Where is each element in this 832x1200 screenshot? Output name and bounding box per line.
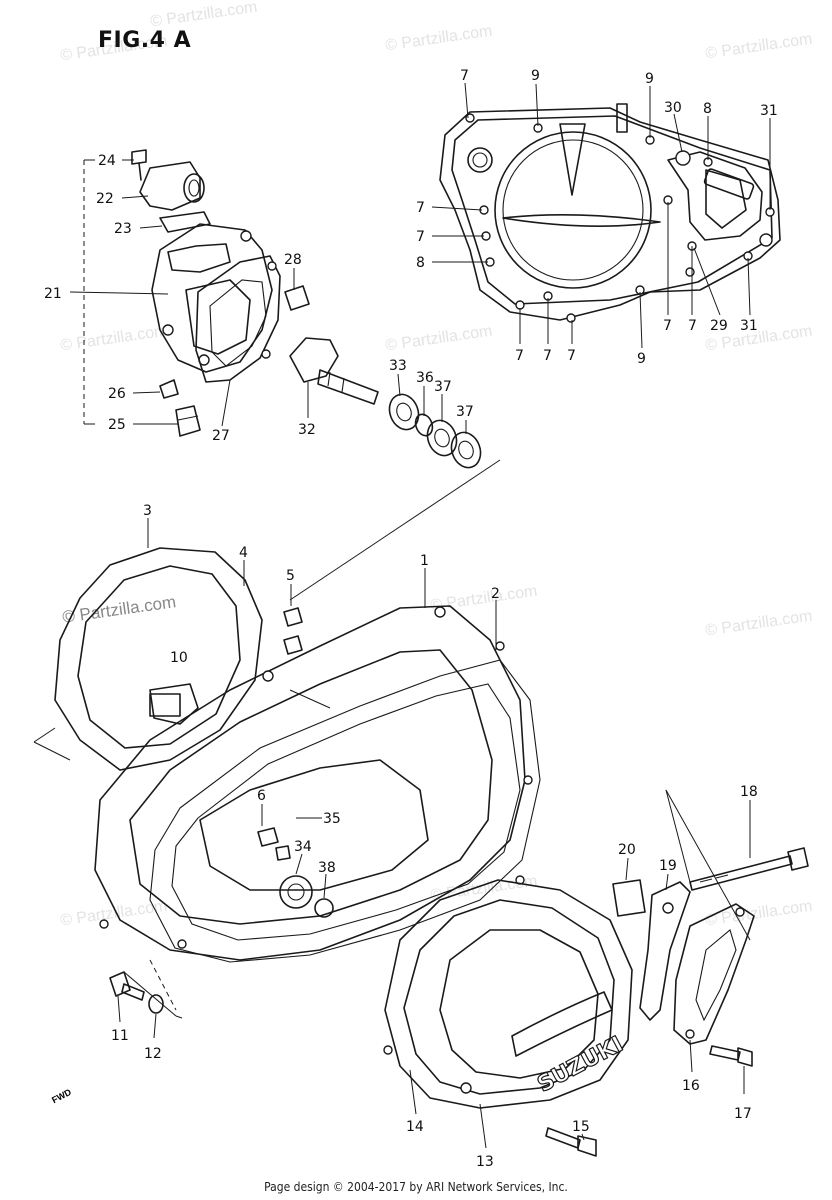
callout-18: 18 bbox=[740, 784, 758, 800]
callout-23: 23 bbox=[114, 221, 132, 237]
callout-9: 9 bbox=[531, 68, 540, 84]
callout-7: 7 bbox=[663, 318, 672, 334]
callout-labels: 7 9 9 30 8 31 7 7 8 7 7 7 9 7 7 29 31 24… bbox=[44, 68, 778, 1170]
callout-17: 17 bbox=[734, 1106, 752, 1122]
callout-7: 7 bbox=[567, 348, 576, 364]
callout-28: 28 bbox=[284, 252, 302, 268]
clutch-cover-drawing bbox=[439, 103, 781, 323]
callout-35: 35 bbox=[323, 811, 341, 827]
callout-14: 14 bbox=[406, 1119, 424, 1135]
callout-31: 31 bbox=[760, 103, 778, 119]
callout-6: 6 bbox=[257, 788, 266, 804]
callout-31: 31 bbox=[740, 318, 758, 334]
callout-9: 9 bbox=[645, 71, 654, 87]
callout-7: 7 bbox=[543, 348, 552, 364]
callout-29: 29 bbox=[710, 318, 728, 334]
figure-title: FIG.4 A bbox=[98, 28, 192, 53]
callout-8: 8 bbox=[703, 101, 712, 117]
callout-7: 7 bbox=[416, 229, 425, 245]
callout-7: 7 bbox=[688, 318, 697, 334]
callout-30: 30 bbox=[664, 100, 682, 116]
water-pump-drawing bbox=[83, 149, 482, 469]
callout-21: 21 bbox=[44, 286, 62, 302]
callout-36: 36 bbox=[416, 370, 434, 386]
callout-33: 33 bbox=[389, 358, 407, 374]
callout-7: 7 bbox=[416, 200, 425, 216]
callout-20: 20 bbox=[618, 842, 636, 858]
crankcase-drawing bbox=[33, 547, 541, 963]
callout-13: 13 bbox=[476, 1154, 494, 1170]
generator-cover-drawing: SUZUKI bbox=[383, 879, 633, 1157]
callout-34: 34 bbox=[294, 839, 312, 855]
callout-9: 9 bbox=[637, 351, 646, 367]
callout-37: 37 bbox=[434, 379, 452, 395]
callout-22: 22 bbox=[96, 191, 114, 207]
callout-8: 8 bbox=[416, 255, 425, 271]
callout-1: 1 bbox=[420, 553, 429, 569]
sprocket-cover-drawing bbox=[612, 789, 809, 1067]
callout-15: 15 bbox=[572, 1119, 590, 1135]
callout-2: 2 bbox=[491, 586, 500, 602]
callout-7: 7 bbox=[515, 348, 524, 364]
callout-24: 24 bbox=[98, 153, 116, 169]
bolt-11-12-drawing bbox=[109, 971, 183, 1019]
callout-10: 10 bbox=[170, 650, 188, 666]
callout-32: 32 bbox=[298, 422, 316, 438]
callout-38: 38 bbox=[318, 860, 336, 876]
callout-27: 27 bbox=[212, 428, 230, 444]
callout-37: 37 bbox=[456, 404, 474, 420]
callout-3: 3 bbox=[143, 503, 152, 519]
callout-4: 4 bbox=[239, 545, 248, 561]
callout-19: 19 bbox=[659, 858, 677, 874]
leader-lines bbox=[69, 82, 771, 1149]
callout-25: 25 bbox=[108, 417, 126, 433]
callout-7: 7 bbox=[460, 68, 469, 84]
callout-5: 5 bbox=[286, 568, 295, 584]
callout-16: 16 bbox=[682, 1078, 700, 1094]
callout-26: 26 bbox=[108, 386, 126, 402]
callout-11: 11 bbox=[111, 1028, 129, 1044]
assembly-lines bbox=[149, 459, 501, 1011]
footer-copyright: Page design © 2004-2017 by ARI Network S… bbox=[264, 1180, 568, 1194]
callout-12: 12 bbox=[144, 1046, 162, 1062]
